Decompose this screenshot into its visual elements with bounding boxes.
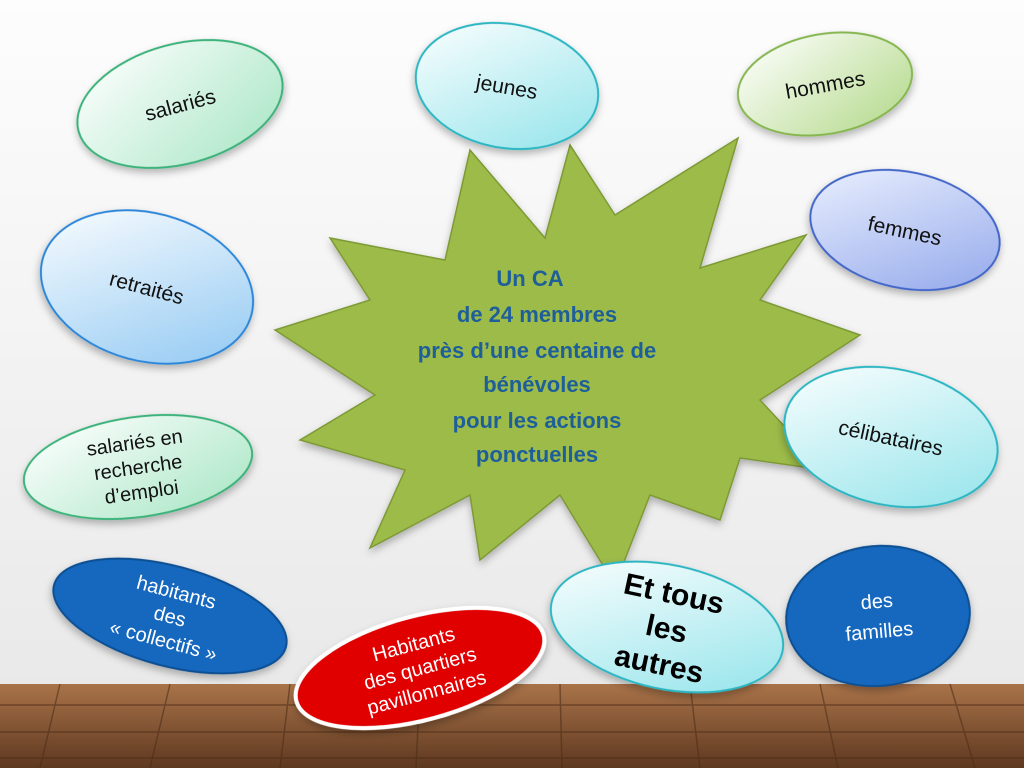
bubble-familles: des familles	[785, 544, 971, 688]
bubble-salaries: salariés	[76, 38, 284, 170]
star-line-4: bénévoles	[483, 372, 591, 397]
bubble-retraites: retraités	[39, 209, 255, 365]
starburst: Un CA de 24 membres près d’une centaine …	[273, 136, 862, 587]
bubble-femmes: femmes	[809, 168, 1001, 292]
star-line-2: de 24 membres	[457, 302, 617, 327]
bubble-familles-line-1: des	[860, 590, 894, 615]
star-line-6: ponctuelles	[476, 442, 598, 467]
star-line-5: pour les actions	[453, 408, 622, 433]
bubble-jeunes: jeunes	[414, 21, 600, 151]
star-line-3: près d’une centaine de	[418, 338, 656, 363]
bubble-celibataires: célibataires	[783, 365, 999, 509]
wood-floor	[0, 683, 1024, 768]
bubble-chomeurs: salariés en recherche d’emploi	[22, 413, 254, 521]
star-line-1: Un CA	[496, 266, 563, 291]
bubble-hommes: hommes	[736, 31, 914, 137]
bubble-autres: Et tous les autres	[549, 560, 785, 694]
